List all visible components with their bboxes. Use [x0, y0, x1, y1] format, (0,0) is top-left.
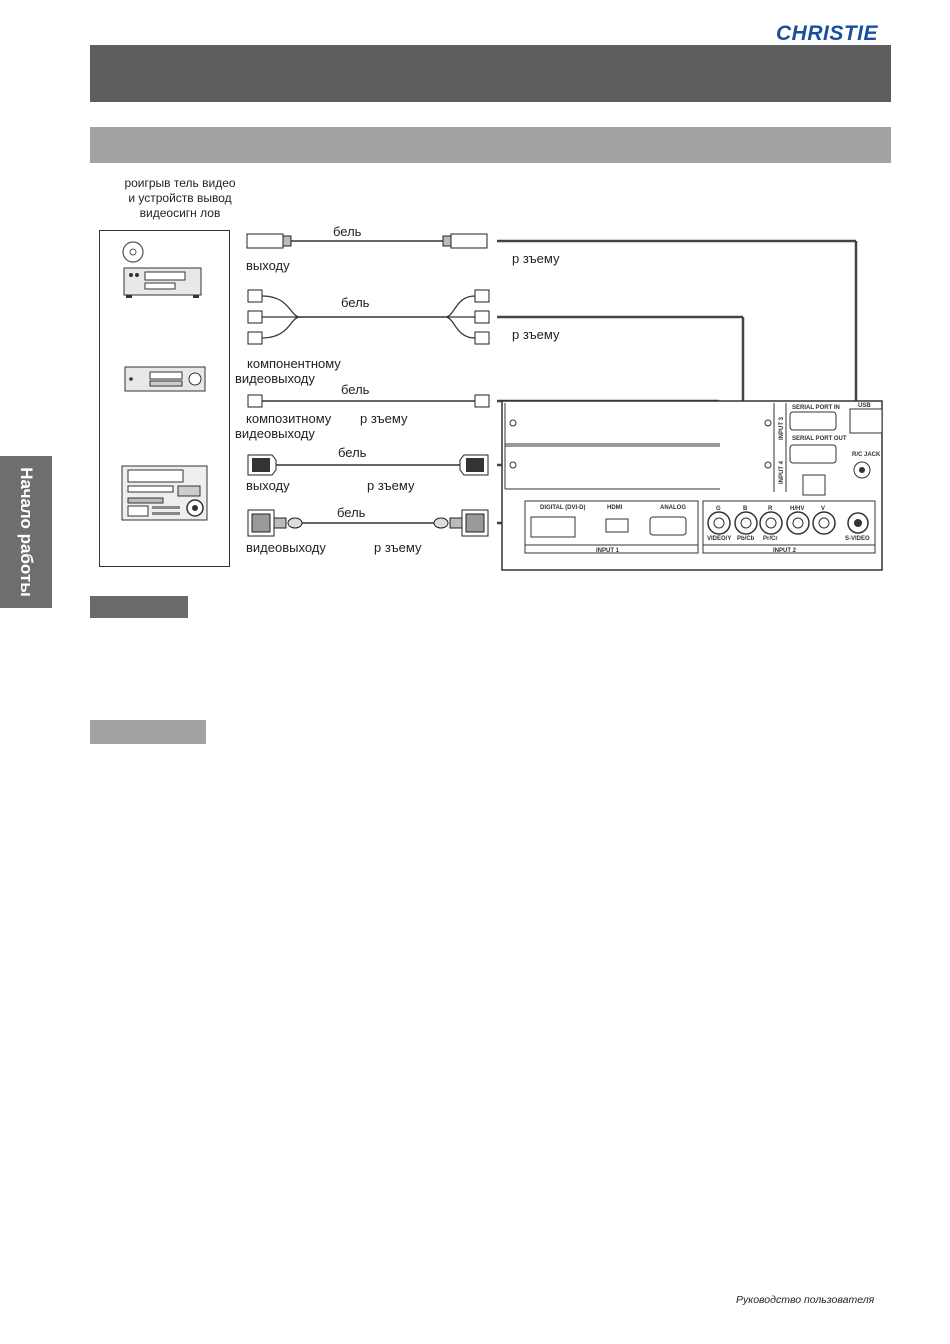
hdmi-label: HDMI	[607, 505, 623, 511]
input-1-label: INPUT 1	[596, 548, 620, 554]
cable-3-left-line1: компонентному	[247, 356, 341, 371]
chapter-side-tab-label: Начало работы	[17, 467, 36, 597]
chapter-header-bar	[90, 45, 891, 102]
cable-5-left-label: выходу	[246, 478, 290, 493]
bnc-b-label: B	[743, 506, 748, 512]
rjack-label: R/C JACK	[852, 452, 881, 458]
bnc-prcr-label: Pr/Cr	[763, 536, 778, 542]
cable-4-left-mid: р зъему	[360, 411, 408, 426]
serial-in-label: SERIAL PORT IN	[792, 405, 840, 411]
chapter-side-tab	[0, 456, 52, 608]
cable-2-right-label: р зъему	[512, 327, 560, 342]
dvd-player-icon	[122, 241, 202, 298]
cable-5	[247, 509, 525, 537]
christie-logo: CHRISTIE	[776, 22, 879, 45]
connection-diagram: DIGITAL (DVI-D) HDMI ANALOG INPUT 1 INPU…	[121, 233, 883, 571]
cable-3-left-line2: видеовыходу	[235, 371, 315, 386]
digital-label: DIGITAL (DVI-D)	[540, 505, 585, 511]
vcr-icon	[124, 366, 206, 392]
cable-1-label: бель	[333, 224, 362, 239]
projector-rear-panel	[501, 400, 883, 571]
footer-text: Руководство пользователя	[736, 1294, 875, 1306]
cable-6-label: бель	[337, 505, 366, 520]
cable-2-label: бель	[341, 295, 370, 310]
bnc-v-label: V	[821, 506, 825, 512]
bnc-jacks	[707, 511, 869, 535]
devices-caption-line-1: роигрыв тель видео	[124, 176, 236, 190]
serial-out-label: SERIAL PORT OUT	[792, 436, 847, 442]
usb-label: USB	[858, 403, 871, 409]
cable-5-mid-label: р зъему	[367, 478, 415, 493]
cable-4-left-line2: видеовыходу	[235, 426, 315, 441]
attention-heading-bar	[90, 720, 206, 744]
cable-4-left-line1: композитному	[246, 411, 332, 426]
input-2-label: INPUT 2	[773, 548, 797, 554]
devices-caption-line-2: и устройств вывод	[128, 191, 232, 205]
bnc-hhv-label: H/HV	[790, 506, 804, 512]
bnc-pbcb-label: Pb/Cb	[737, 536, 755, 542]
bnc-g-label: G	[716, 506, 721, 512]
cable-1-left-label: выходу	[246, 258, 290, 273]
devices-frame	[99, 230, 230, 567]
svideo-label: S-VIDEO	[845, 536, 870, 542]
cable-1-right-label: р зъему	[512, 251, 560, 266]
devices-caption-line-3: видеосигн лов	[139, 206, 221, 220]
devices-caption: роигрыв тель видео и устройств вывод вид…	[100, 176, 260, 221]
cable-6-mid-label: р зъему	[374, 540, 422, 555]
bnc-r-label: R	[768, 506, 773, 512]
section-header-bar	[90, 127, 891, 163]
cable-4-label: бель	[338, 445, 367, 460]
note-heading-bar	[90, 596, 188, 618]
cable-3-label: бель	[341, 382, 370, 397]
input-4-label: INPUT 4	[779, 460, 785, 484]
cable-6-left-label: видеовыходу	[246, 540, 326, 555]
analog-label: ANALOG	[660, 505, 686, 511]
input-3-label: INPUT 3	[779, 416, 785, 440]
bnc-videoy-label: VIDEO/Y	[707, 536, 731, 542]
pro-vtr-icon	[121, 465, 208, 521]
